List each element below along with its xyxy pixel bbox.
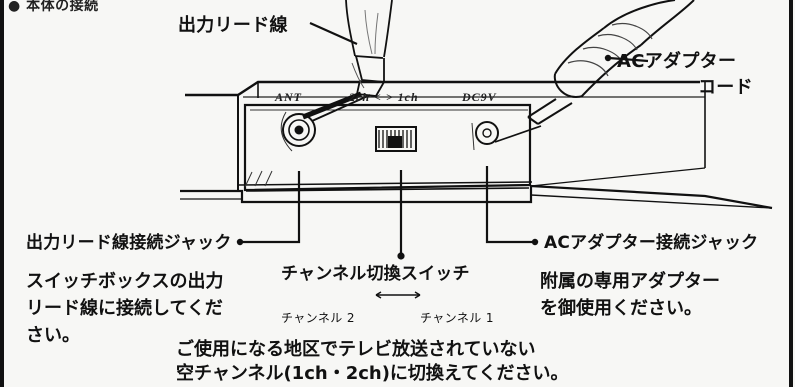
ac-adapter-cord-label-line2: コード [698, 77, 753, 98]
output-jack-label: 出力リード線接続ジャック [26, 233, 232, 253]
ant-port-label: ANT [275, 90, 302, 104]
ac-adapter-cord-label-line1: ACアダプター [617, 51, 737, 72]
channel-switch-port-label: 2ch < > 1ch [349, 90, 419, 104]
channel-2-label: チャンネル 2 [281, 311, 355, 325]
channel-1-label: チャンネル 1 [420, 311, 494, 325]
output-connect-note-line2: リード線に接続してくだ [26, 298, 223, 319]
left-frame-border [0, 0, 4, 387]
output-connect-note-line3: さい。 [26, 325, 80, 346]
dc-port-label: DC9V [462, 90, 497, 104]
adapter-note-line2: を御使用ください。 [540, 298, 702, 319]
right-frame-border [789, 0, 793, 387]
channel-note-line1: ご使用になる地区でテレビ放送されていない [176, 339, 536, 360]
section-title: ● 本体の接続 [8, 0, 99, 14]
channel-note-line2: 空チャンネル(1ch・2ch)に切換えてください。 [176, 363, 569, 384]
ac-jack-label: ACアダプター接続ジャック [544, 233, 759, 253]
channel-switch-label: チャンネル切換スイッチ [281, 264, 470, 284]
output-lead-wire-label: 出力リード線 [178, 15, 288, 36]
adapter-note-line1: 附属の専用アダプター [540, 271, 720, 292]
output-connect-note-line1: スイッチボックスの出力 [26, 271, 224, 292]
